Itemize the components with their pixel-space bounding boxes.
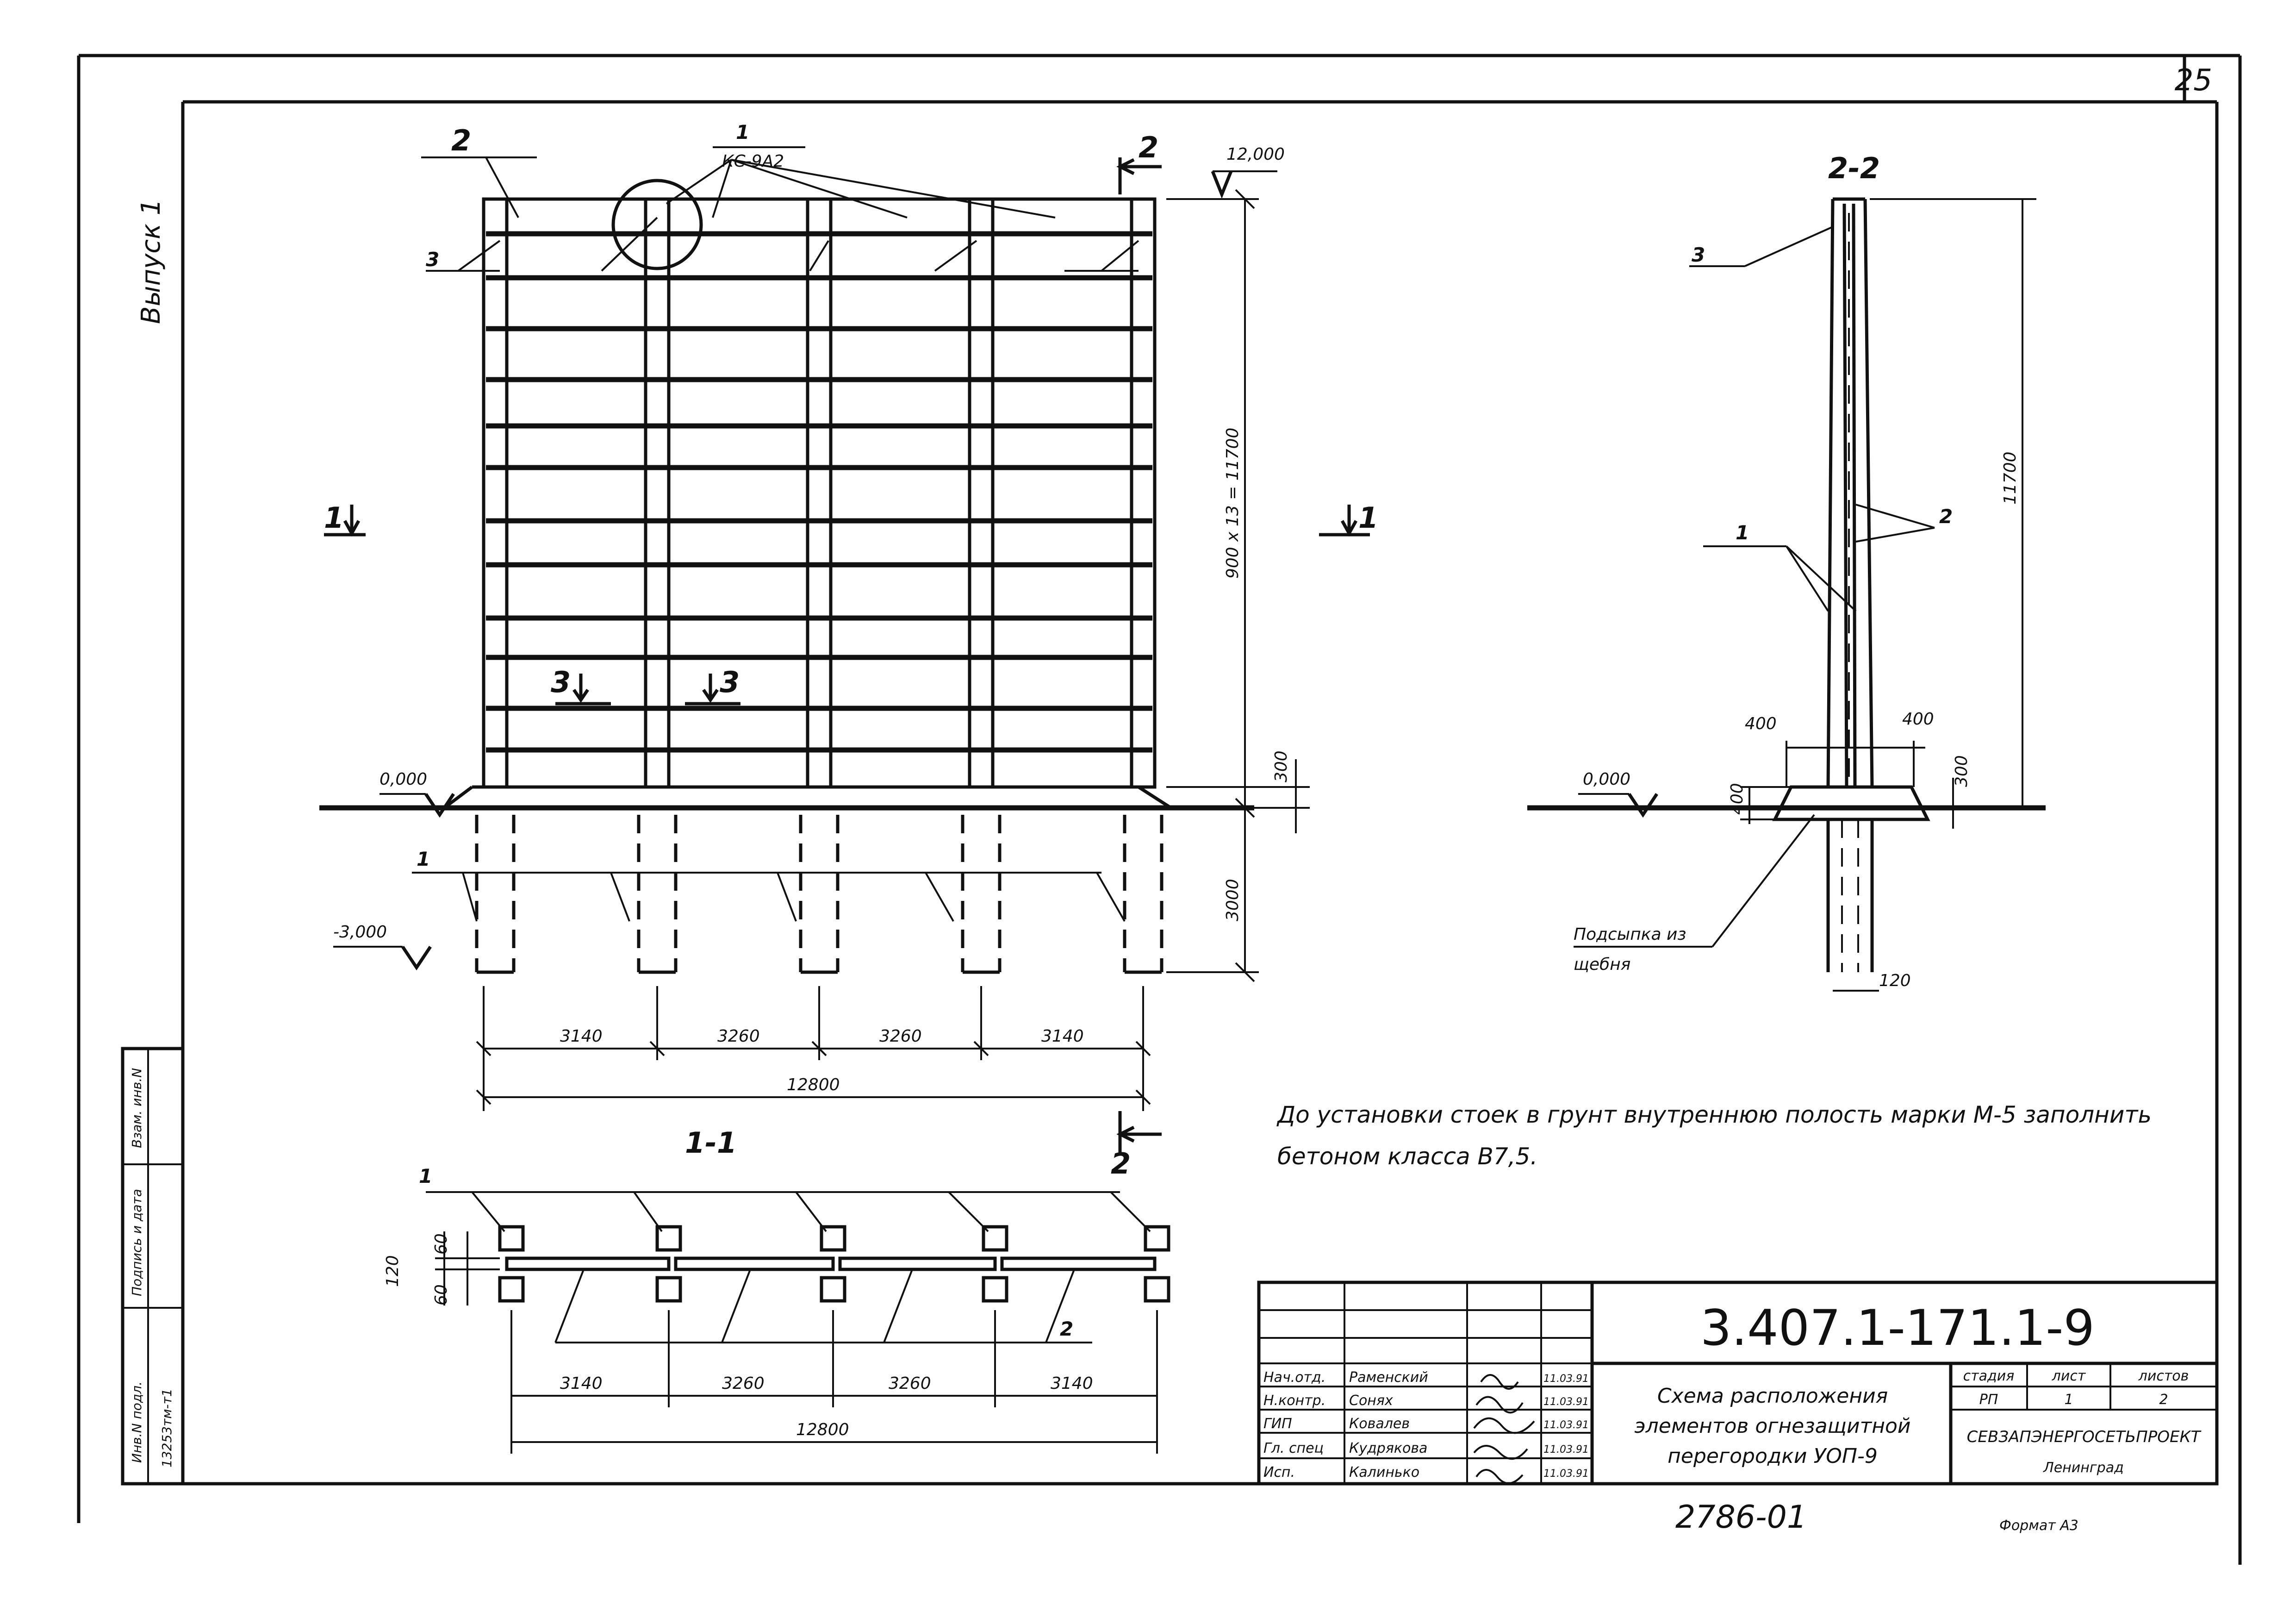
title-block-sheets-header: листов: [2138, 1368, 2189, 1384]
side-replace-label: Взам. инв.N: [129, 1068, 144, 1148]
section-1-1-span-3: 3260: [889, 1374, 931, 1393]
sheet-format: Формат А3: [1999, 1518, 2078, 1534]
elevation-leader-1-top: 1: [736, 121, 749, 144]
elevation-cut-2-bottom: 2: [1111, 1147, 1131, 1181]
title-block-sheet-header: лист: [2052, 1368, 2086, 1384]
section-2-2-view: [1527, 197, 2046, 992]
side-stamp: [121, 1047, 185, 1486]
section-2-2-dim-300: 300: [1952, 755, 1971, 787]
elevation-leader-2: 2: [451, 124, 471, 157]
tb-row-1-date: 11.03.91: [1543, 1373, 1589, 1385]
title-block-stage: РП: [1979, 1392, 1998, 1408]
elevation-cut-2-top: 2: [1139, 131, 1158, 164]
section-2-2-dim-400b: 400: [1902, 710, 1934, 729]
title-block: [1257, 1280, 2219, 1486]
elevation-dim-300: 300: [1272, 750, 1291, 782]
title-block-sheet: 1: [2064, 1392, 2073, 1408]
title-block-title-3: перегородки УОП-9: [1668, 1444, 1878, 1468]
section-1-1-span-4: 3140: [1051, 1374, 1093, 1393]
elevation-columns: [482, 197, 1157, 789]
underground-columns: [475, 815, 1164, 974]
title-block-code: 3.407.1-171.1-9: [1700, 1299, 2095, 1356]
section-2-2-dim-400a: 400: [1745, 714, 1777, 733]
section-2-2-fill-label-2: щебня: [1574, 955, 1630, 974]
elevation-cut-1-left: 1: [324, 501, 344, 535]
section-2-2-leader-3: 3: [1692, 244, 1705, 266]
tb-row-2-role: Н.контр.: [1263, 1393, 1325, 1409]
inventory-number: 2786-01: [1675, 1499, 1807, 1536]
tb-row-2-name: Сонях: [1349, 1393, 1393, 1409]
section-1-1-span-2: 3260: [722, 1374, 765, 1393]
elevation-ground-mark: 0,000: [380, 770, 427, 789]
detail-circle: [611, 179, 703, 270]
tb-row-3-name: Ковалев: [1349, 1416, 1410, 1432]
section-1-1-dim-60a: 60: [432, 1233, 451, 1255]
side-inv-label: Инв.N подл.: [129, 1381, 144, 1463]
section-1-1-title: 1-1: [685, 1126, 737, 1160]
outer-frame: [77, 54, 2242, 1565]
elevation-dim-3000: 3000: [1223, 879, 1242, 921]
title-block-org: СЕВЗАПЭНЕРГОСЕТЬПРОЕКТ: [1967, 1428, 2202, 1446]
elevation-cut-1-right: 1: [1358, 501, 1378, 535]
elevation-bottom-mark: -3,000: [333, 923, 387, 942]
title-block-title-2: элементов огнезащитной: [1634, 1414, 1910, 1438]
elevation-leader-1-bottom: 1: [417, 848, 430, 870]
section-2-2-dim-11700: 11700: [2001, 451, 2020, 505]
tb-row-5-name: Калинько: [1349, 1464, 1419, 1480]
title-block-title-1: Схема расположения: [1657, 1384, 1888, 1408]
tb-row-4-name: Кудрякова: [1349, 1440, 1427, 1456]
section-1-1-leader-2: 2: [1060, 1318, 1073, 1340]
tb-row-1-name: Раменский: [1349, 1369, 1428, 1386]
elevation-panels: [486, 197, 1152, 753]
section-2-2-ground-mark: 0,000: [1583, 770, 1630, 789]
section-2-2-dim-400c: 400: [1728, 783, 1747, 815]
signature-marks: [1473, 1374, 1535, 1485]
tb-row-5-role: Исп.: [1263, 1464, 1295, 1480]
tb-row-5-date: 11.03.91: [1543, 1468, 1589, 1480]
section-1-1-view: [426, 1191, 1170, 1454]
elevation-ks-label: КС-9А2: [722, 152, 784, 171]
elevation-top-mark: 12,000: [1226, 145, 1285, 164]
tb-row-1-role: Нач.отд.: [1263, 1369, 1325, 1386]
tb-row-2-date: 11.03.91: [1543, 1396, 1589, 1408]
note-line-2: бетоном класса В7,5.: [1277, 1143, 1537, 1170]
section-2-2-title: 2-2: [1828, 151, 1880, 185]
section-2-2-fill-label-1: Подсыпка из: [1574, 925, 1686, 944]
section-1-1-dim-120: 120: [383, 1255, 402, 1287]
section-2-2-leader-2: 2: [1939, 505, 1953, 528]
section-1-1-dim-60b: 60: [432, 1284, 451, 1305]
elevation-leader-3: 3: [426, 248, 439, 271]
tb-row-3-role: ГИП: [1263, 1416, 1292, 1432]
section-1-1-span-1: 3140: [560, 1374, 603, 1393]
title-block-stage-header: стадия: [1963, 1368, 2015, 1384]
elevation-view: [319, 146, 1370, 1153]
elevation-cut-3-right: 3: [720, 665, 740, 699]
elevation-span-1: 3140: [560, 1027, 603, 1046]
side-inv-value: 13253тм-т1: [159, 1388, 174, 1468]
title-block-city: Ленинград: [2043, 1460, 2124, 1476]
issue-label: Выпуск 1: [136, 199, 166, 324]
side-sign-label: Подпись и дата: [129, 1189, 144, 1296]
tb-row-4-date: 11.03.91: [1543, 1444, 1589, 1455]
elevation-span-4: 3140: [1041, 1027, 1084, 1046]
section-2-2-dim-120: 120: [1879, 971, 1911, 990]
section-2-2-leader-1: 1: [1736, 521, 1749, 544]
note-line-1: До установки стоек в грунт внутреннюю по…: [1276, 1101, 2152, 1128]
section-1-1-total: 12800: [796, 1420, 849, 1439]
sheet-number: 25: [2175, 63, 2212, 98]
elevation-span-2: 3260: [717, 1027, 760, 1046]
elevation-cut-3-left: 3: [551, 665, 571, 699]
tb-row-4-role: Гл. спец: [1263, 1440, 1324, 1456]
elevation-span-3: 3260: [879, 1027, 922, 1046]
section-1-1-leader-1: 1: [419, 1165, 432, 1187]
elevation-total: 12800: [787, 1075, 840, 1094]
title-block-sheets: 2: [2159, 1392, 2168, 1408]
tb-row-3-date: 11.03.91: [1543, 1419, 1589, 1431]
elevation-height-dim: 900 x 13 = 11700: [1223, 428, 1242, 579]
